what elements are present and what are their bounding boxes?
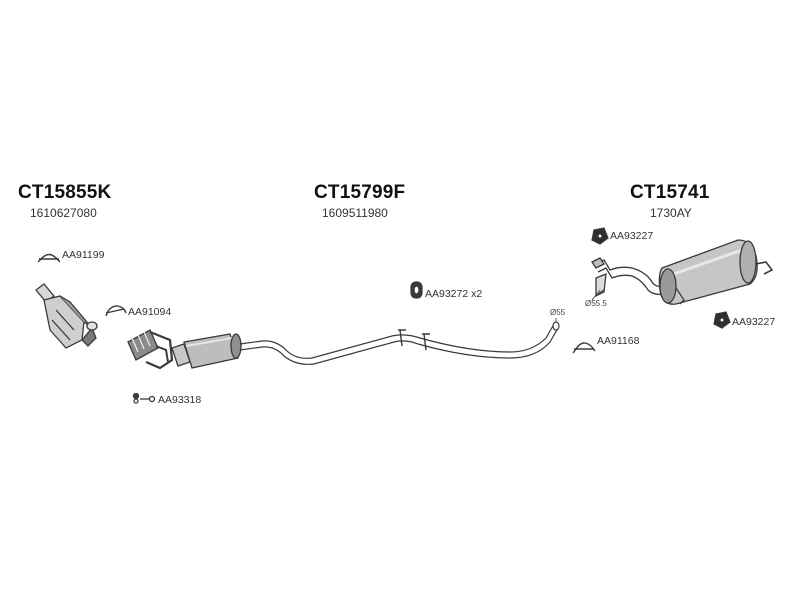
dimension-label-55-5: Ø55.5 [585, 299, 607, 308]
part-label-aa91168: AA91168 [597, 335, 640, 347]
clamp-aa91199-icon [37, 253, 61, 263]
assembly-code-ct15799f: CT15799F [314, 182, 406, 203]
clamp-aa91168-icon [572, 342, 596, 354]
rubber-hanger-aa93227-top-icon [591, 227, 609, 245]
bolt-aa93318-icon [132, 392, 156, 404]
dimension-label-55: Ø55 [550, 308, 566, 317]
dimension-leader-55-5 [591, 289, 601, 301]
rubber-hanger-aa93227-bottom-icon [713, 311, 731, 329]
rubber-hanger-aa93272-icon [410, 281, 423, 299]
assembly-number-1730ay: 1730AY [650, 206, 692, 220]
clamp-aa91094-icon [105, 305, 127, 317]
part-label-aa93227-bottom: AA93227 [732, 316, 776, 328]
assembly-code-ct15741: CT15741 [630, 182, 710, 203]
part-label-aa93227-top: AA93227 [610, 230, 654, 242]
rear-silencer [591, 239, 774, 305]
part-label-aa91199: AA91199 [62, 249, 105, 261]
catalytic-converter [35, 283, 98, 349]
assembly-number-1609511980: 1609511980 [322, 206, 388, 220]
part-label-aa93318: AA93318 [158, 394, 202, 406]
particulate-filter-canister [171, 333, 242, 369]
assembly-code-ct15855k: CT15855K [18, 182, 112, 203]
part-label-aa93272: AA93272 x2 [425, 288, 483, 300]
part-label-aa91094: AA91094 [128, 306, 172, 318]
flex-pipe-bracket [127, 329, 174, 370]
intermediate-pipe [239, 321, 560, 365]
assembly-number-1610627080: 1610627080 [30, 206, 97, 220]
